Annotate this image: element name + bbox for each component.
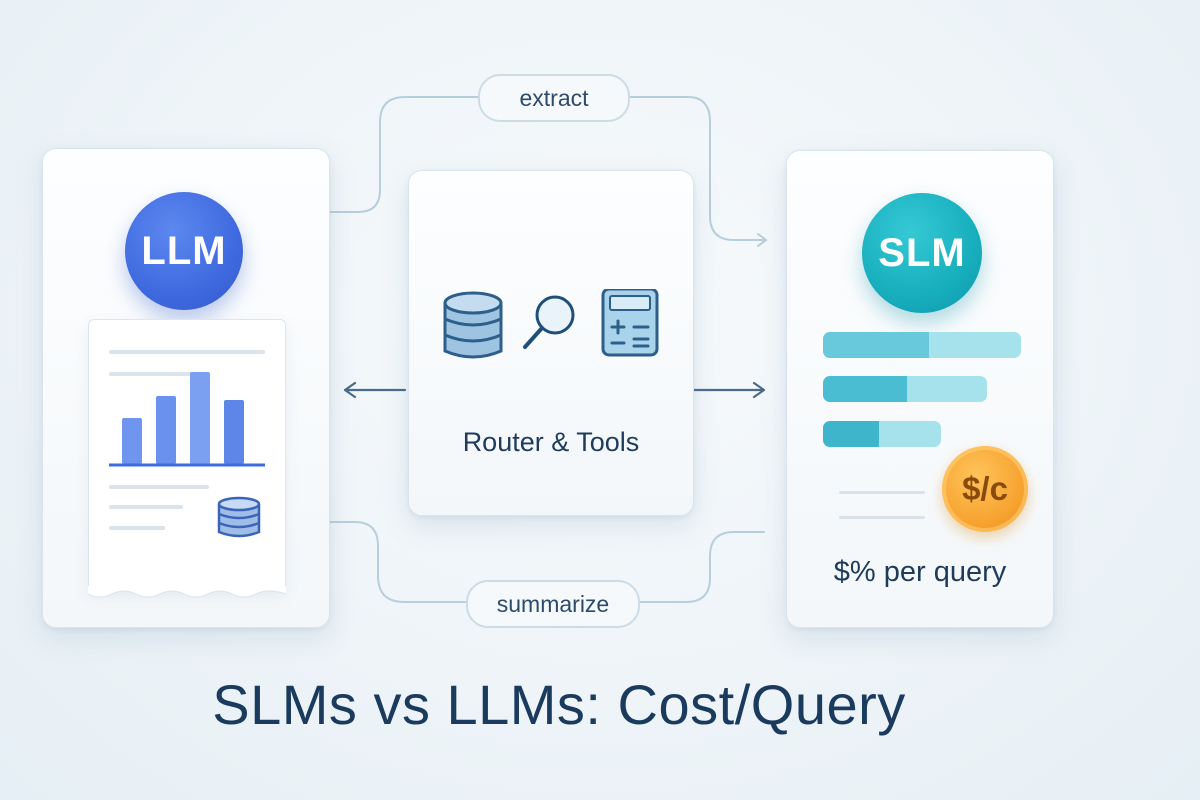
- connector-top-arrowhead: [757, 233, 768, 247]
- calculator-icon: [601, 289, 659, 357]
- router-card: Router & Tools: [408, 170, 694, 516]
- text-line: [839, 491, 925, 494]
- router-tool-icons: [443, 289, 659, 359]
- router-label: Router & Tools: [462, 427, 640, 457]
- slm-badge: SLM: [862, 193, 982, 313]
- receipt-line: [109, 372, 199, 376]
- cost-bar-short: [823, 421, 941, 447]
- coin-icon: $/c: [942, 446, 1028, 532]
- chart-bar: [156, 396, 176, 464]
- cost-bar-long: [823, 332, 1021, 358]
- summarize-label: summarize: [466, 580, 640, 628]
- slm-card: SLM $/c $% per query: [786, 150, 1054, 628]
- receipt-line: [109, 485, 209, 489]
- chart-bar: [224, 400, 244, 464]
- llm-badge: LLM: [125, 192, 243, 310]
- text-line: [839, 516, 925, 519]
- arrow-to-llm: [343, 381, 407, 399]
- connector-bottom-right: [635, 531, 765, 603]
- receipt-line: [109, 505, 183, 509]
- database-icon: [443, 291, 503, 359]
- connector-top-right: [625, 96, 765, 241]
- bar-chart-icon: [109, 372, 265, 538]
- llm-card: LLM: [42, 148, 330, 628]
- cost-bar-medium: [823, 376, 987, 402]
- database-icon: [217, 496, 261, 538]
- llm-receipt-document: [88, 319, 286, 598]
- extract-label: extract: [478, 74, 630, 122]
- chart-bar: [190, 372, 210, 464]
- page-title: SLMs vs LLMs: Cost/Query: [212, 673, 906, 736]
- chart-bar: [122, 418, 142, 464]
- connector-bottom-left: [329, 521, 467, 603]
- arrow-to-slm: [690, 381, 766, 399]
- receipt-line: [109, 526, 165, 530]
- search-icon: [523, 295, 575, 349]
- receipt-torn-edge: [88, 586, 286, 598]
- cost-per-query-caption: $% per query: [833, 556, 1007, 588]
- receipt-line: [109, 350, 265, 354]
- connector-top-left: [329, 96, 479, 213]
